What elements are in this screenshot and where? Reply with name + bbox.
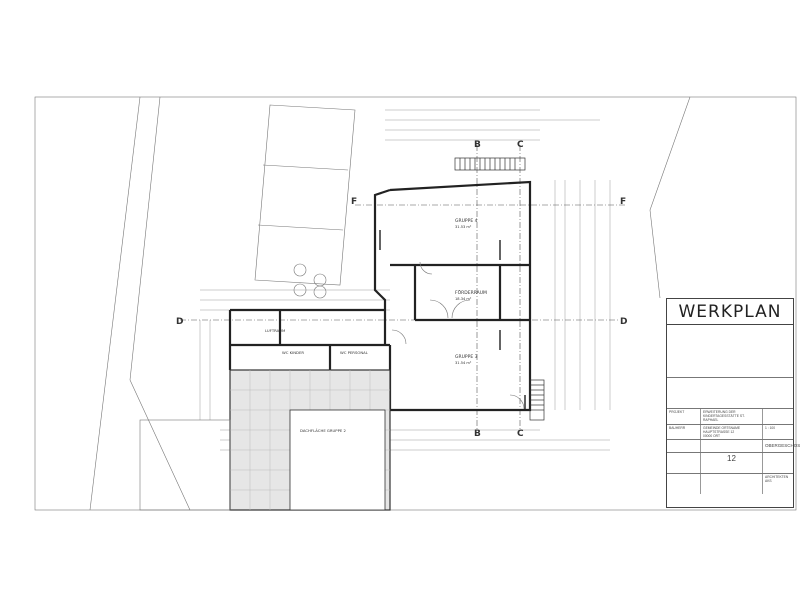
section-marker-d: D xyxy=(176,317,183,327)
section-marker-d-east: D xyxy=(620,317,627,327)
section-marker-c-south: C xyxy=(517,429,524,439)
section-marker-b-south: B xyxy=(474,429,481,439)
section-marker-f-east: F xyxy=(620,197,626,207)
building-outline-west xyxy=(373,188,391,345)
architect-name: ARCHITEKTEN AKS xyxy=(765,475,789,484)
section-lines xyxy=(180,145,625,430)
door-swings xyxy=(391,261,525,410)
section-marker-f: F xyxy=(351,197,357,207)
windows xyxy=(379,230,526,410)
room-area-gruppe3: 31.54 m² xyxy=(455,361,472,365)
roof-inner-area xyxy=(289,409,386,511)
parking-line xyxy=(262,164,349,171)
room-label-wc-kinder: WC KINDER xyxy=(282,350,304,355)
road-edge-line-2 xyxy=(129,96,161,381)
title-block: WERKPLAN PROJEKT ERWEITERUNG DER KINDERT… xyxy=(666,298,800,508)
section-markers: B C F D B C F D xyxy=(176,140,627,439)
boundary-line-east-2 xyxy=(649,209,661,299)
room-label-luftraum: LUFTRAUM xyxy=(265,328,285,333)
title-block-revisions xyxy=(667,378,793,409)
owner-name: GEMEINDE ORTSNAME HAUPTSTRASSE 12 00000 … xyxy=(701,424,763,440)
title-block-project-row: PROJEKT ERWEITERUNG DER KINDERTAGESSTÄTT… xyxy=(667,409,793,425)
floor-name: OBERGESCHOSS xyxy=(765,443,800,449)
scale-value: 1 : 100 xyxy=(765,425,776,430)
room-area-gruppe4: 31.53 m² xyxy=(455,225,472,229)
road-edge-line xyxy=(89,96,141,511)
room-area-foerderraum: 18.34 m² xyxy=(455,297,472,301)
title-block-heading: WERKPLAN xyxy=(667,299,793,325)
room-label-foerderraum: FÖRDERRAUM xyxy=(455,289,487,296)
title-block-architect-row: ARCHITEKTEN AKS xyxy=(667,474,793,495)
owner-label: BAUHERR xyxy=(667,424,701,440)
plan-number: 12 xyxy=(701,453,763,474)
parking-line xyxy=(257,224,344,231)
boundary-line-east xyxy=(649,96,691,211)
lower-annex xyxy=(139,419,231,511)
stairs xyxy=(454,157,545,421)
title-block-notes xyxy=(667,325,793,378)
section-marker-b: B xyxy=(474,140,481,150)
room-label-gruppe3: GRUPPE 3 xyxy=(455,354,478,360)
title-block-floor-row: OBERGESCHOSS xyxy=(667,440,800,454)
project-label: PROJEKT xyxy=(667,409,701,424)
neighbour-parking xyxy=(254,104,356,286)
room-label-wc-personal: WC PERSONAL xyxy=(340,350,369,355)
building-outline-east xyxy=(388,180,532,412)
project-name: ERWEITERUNG DER KINDERTAGESSTÄTTE ST. RA… xyxy=(701,409,763,424)
sheet-border xyxy=(34,96,797,511)
room-label-gruppe4: GRUPPE 4 xyxy=(455,218,478,224)
road-edge-line-3 xyxy=(129,379,191,511)
callout-circles xyxy=(293,263,327,299)
room-label-dachflaeche: DACHFLÄCHE GRUPPE 2 xyxy=(300,428,346,433)
title-block-owner-row: BAUHERR GEMEINDE ORTSNAME HAUPTSTRASSE 1… xyxy=(667,424,793,441)
section-marker-c: C xyxy=(517,140,524,150)
title-block-plan-row: 12 xyxy=(667,453,793,475)
